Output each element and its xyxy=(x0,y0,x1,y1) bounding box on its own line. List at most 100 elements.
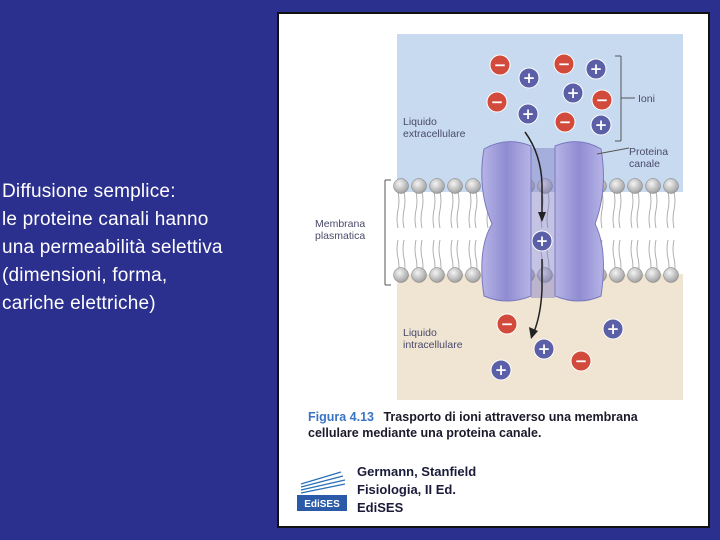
publisher-authors: Germann, Stanfield xyxy=(357,464,476,479)
figure-caption-title: Trasporto di ioni attraverso una membran… xyxy=(383,410,638,424)
publisher-name: EdiSES xyxy=(357,500,404,515)
lipid-head xyxy=(447,178,463,194)
lipid-head xyxy=(609,267,625,283)
lipid-tail xyxy=(396,191,400,229)
svg-text:−: − xyxy=(494,56,507,74)
svg-text:−: − xyxy=(559,113,572,131)
lipid-tail xyxy=(666,191,670,229)
lipid-tail xyxy=(648,191,652,229)
membrane-bracket xyxy=(384,179,391,286)
cation-ion: + xyxy=(531,230,553,252)
figure-number: Figura 4.13 xyxy=(308,410,374,424)
figure-caption-line1: Figura 4.13 Trasporto di ioni attraverso… xyxy=(308,410,639,424)
lipid-head xyxy=(411,178,427,194)
lipid-tail xyxy=(402,191,406,229)
slide-text-block: Diffusione semplice: le proteine canali … xyxy=(2,178,292,318)
lipid-tail xyxy=(450,191,454,229)
svg-text:+: + xyxy=(567,84,580,102)
publisher-book: Fisiologia, II Ed. xyxy=(357,482,456,497)
anion-ion: − xyxy=(553,53,575,75)
cation-ion: + xyxy=(562,82,584,104)
lipid-head xyxy=(429,178,445,194)
anion-ion: − xyxy=(486,91,508,113)
anion-ion: − xyxy=(496,313,518,335)
lipid-tail xyxy=(468,191,472,229)
lipid-head xyxy=(663,178,679,194)
lipid-head xyxy=(645,178,661,194)
channel-protein-label-1: Proteina xyxy=(629,146,668,158)
lipid-tail xyxy=(432,191,436,229)
svg-text:+: + xyxy=(495,361,508,379)
lipid-head xyxy=(465,178,481,194)
svg-text:+: + xyxy=(595,116,608,134)
ion-path-arrow xyxy=(524,131,546,339)
lipid-tail xyxy=(636,191,640,229)
svg-text:−: − xyxy=(558,55,571,73)
ions-bracket xyxy=(615,55,635,142)
lipid-head xyxy=(447,267,463,283)
cation-ion: + xyxy=(518,67,540,89)
lipid-tail xyxy=(672,191,676,229)
intracellular-label-1: Liquido xyxy=(403,327,437,339)
lipid-head xyxy=(429,267,445,283)
lipid-head xyxy=(465,267,481,283)
slide-text-line: una permeabilità selettiva xyxy=(2,237,223,258)
channel-protein xyxy=(481,141,604,302)
svg-text:−: − xyxy=(596,91,609,109)
svg-text:+: + xyxy=(538,340,551,358)
figure-caption-line2: cellulare mediante una proteina canale. xyxy=(308,426,541,440)
edises-logo: EdiSES xyxy=(295,464,349,514)
lipid-head xyxy=(393,178,409,194)
cation-ion: + xyxy=(517,103,539,125)
membrane-label-1: Membrana xyxy=(315,218,365,230)
lipid-tail xyxy=(456,191,460,229)
extracellular-label-2: extracellulare xyxy=(403,128,466,140)
lipid-tail xyxy=(618,191,622,229)
svg-text:+: + xyxy=(523,69,536,87)
lipid-tail xyxy=(612,191,616,229)
slide-text-line: Diffusione semplice: xyxy=(2,181,176,202)
cation-ion: + xyxy=(585,58,607,80)
logo-text: EdiSES xyxy=(304,499,340,510)
lipid-head xyxy=(411,267,427,283)
channel-protein-label-2: canale xyxy=(629,158,660,170)
svg-text:−: − xyxy=(491,93,504,111)
lipid-head xyxy=(627,178,643,194)
svg-text:+: + xyxy=(536,232,549,250)
anion-ion: − xyxy=(489,54,511,76)
svg-text:+: + xyxy=(607,320,620,338)
cation-ion: + xyxy=(590,114,612,136)
lipid-head xyxy=(627,267,643,283)
lipid-tail xyxy=(630,191,634,229)
figure-card: −+−++−−+−++−++−+ Ioni Proteina canale Li… xyxy=(277,12,710,528)
extracellular-label-1: Liquido xyxy=(403,116,437,128)
lipid-tail xyxy=(654,191,658,229)
intracellular-label-2: intracellulare xyxy=(403,339,463,351)
ions-group: −+−++−−+−++−++−+ xyxy=(486,53,624,381)
slide-text-line: (dimensioni, forma, xyxy=(2,265,168,286)
lipid-head xyxy=(645,267,661,283)
lipid-head xyxy=(393,267,409,283)
svg-text:+: + xyxy=(590,60,603,78)
lipid-tail xyxy=(600,191,604,229)
anion-ion: − xyxy=(570,350,592,372)
cation-ion: + xyxy=(602,318,624,340)
channel-diagram: −+−++−−+−++−++−+ Ioni Proteina canale Li… xyxy=(295,34,683,515)
lipid-tail xyxy=(438,191,442,229)
svg-text:−: − xyxy=(501,315,514,333)
svg-text:+: + xyxy=(522,105,535,123)
lipid-head xyxy=(609,178,625,194)
svg-text:−: − xyxy=(575,352,588,370)
lipid-tail xyxy=(546,191,550,229)
lipid-tail xyxy=(474,191,478,229)
membrane-label-2: plasmatica xyxy=(315,230,365,242)
lipid-tail xyxy=(420,191,424,229)
cation-ion: + xyxy=(533,338,555,360)
intracellular-fluid xyxy=(397,274,683,400)
slide-text-line: le proteine canali hanno xyxy=(2,209,209,230)
slide-text-line: cariche elettriche) xyxy=(2,293,156,314)
anion-ion: − xyxy=(591,89,613,111)
lipid-tail xyxy=(414,191,418,229)
anion-ion: − xyxy=(554,111,576,133)
cation-ion: + xyxy=(490,359,512,381)
